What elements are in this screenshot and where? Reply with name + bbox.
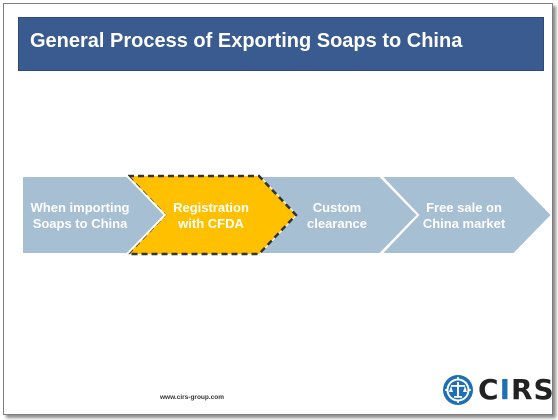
- step-4-line2: China market: [422, 216, 506, 231]
- step-3-line2: clearance: [307, 216, 367, 231]
- slide-title: General Process of Exporting Soaps to Ch…: [30, 29, 463, 52]
- step-1-line2: Soaps to China: [32, 216, 128, 231]
- step-2-line2: with CFDA: [178, 216, 244, 231]
- logo-wordmark: CIRS: [478, 373, 553, 406]
- footer-url: www.cirs-group.com: [160, 394, 225, 401]
- step-4-line1: Free sale on: [426, 200, 502, 215]
- process-flow: When importing Soaps to China Registrati…: [4, 4, 552, 414]
- slide: General Process of Exporting Soaps to Ch…: [3, 3, 553, 415]
- step-label-3: Custom clearance: [282, 200, 392, 232]
- cirs-logo: CIRS: [442, 372, 552, 408]
- step-label-4: Free sale on China market: [409, 200, 519, 232]
- step-label-1: When importing Soaps to China: [25, 200, 135, 232]
- step-2-line1: Registration: [173, 200, 249, 215]
- process-arrows: [21, 174, 552, 256]
- step-3-line1: Custom: [312, 200, 362, 215]
- title-bar: General Process of Exporting Soaps to Ch…: [18, 17, 544, 71]
- cirs-emblem-icon: [443, 375, 473, 405]
- step-1-line1: When importing: [30, 200, 130, 215]
- step-arrow-1: [21, 175, 167, 255]
- step-label-2: Registration with CFDA: [156, 200, 266, 232]
